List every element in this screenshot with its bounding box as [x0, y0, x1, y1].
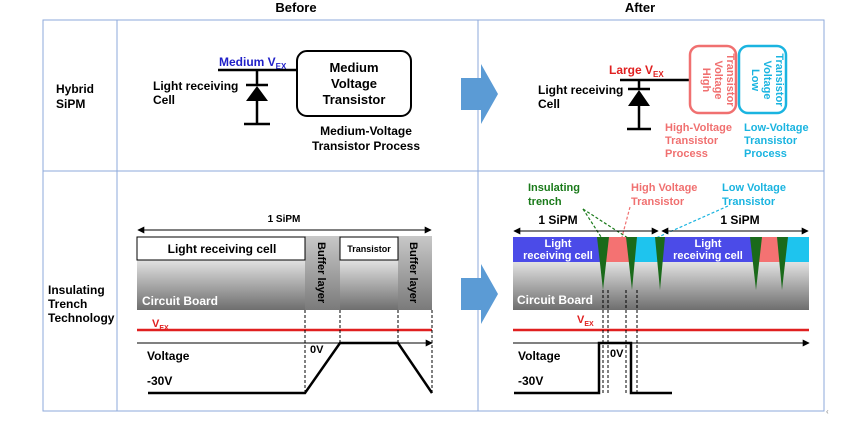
light-receiving-cell-left [513, 237, 603, 262]
svg-text:VEX: VEX [577, 314, 594, 328]
svg-text:Circuit Board: Circuit Board [517, 293, 593, 307]
svg-text:Low Voltage: Low Voltage [722, 182, 786, 194]
svg-text:Buffer layer: Buffer layer [315, 242, 327, 304]
photodiode-symbol-after [628, 90, 650, 106]
svg-text:Transistor: Transistor [665, 135, 719, 147]
photodiode-symbol [246, 86, 268, 101]
svg-text:Transistor: Transistor [724, 53, 736, 107]
svg-text:1 SiPM: 1 SiPM [720, 213, 759, 227]
voltage-profile [148, 341, 434, 395]
svg-text:VEX: VEX [152, 318, 169, 332]
insulating-trenches [597, 237, 788, 290]
svg-text:Transistor: Transistor [347, 244, 391, 254]
svg-text:High: High [700, 68, 712, 93]
svg-text:Cell: Cell [538, 97, 560, 111]
svg-text:Light receiving: Light receiving [153, 79, 238, 93]
before-hybrid-cell: Medium VEX Light receiving Cell Medium V… [153, 50, 420, 153]
svg-text:Insulating: Insulating [528, 182, 580, 194]
svg-text:Trench: Trench [48, 297, 87, 311]
svg-text:Circuit Board: Circuit Board [142, 294, 218, 308]
svg-text:Medium-Voltage: Medium-Voltage [320, 124, 412, 138]
svg-text:High-Voltage: High-Voltage [665, 122, 732, 134]
svg-text:Light: Light [545, 238, 572, 250]
svg-text:Transistor: Transistor [323, 92, 386, 107]
light-receiving-cell-right [658, 237, 756, 262]
transistor-block [339, 236, 399, 261]
transition-arrow-bottom [461, 264, 498, 324]
svg-text:Voltage: Voltage [761, 61, 773, 100]
vex-label-large: Large VEX [609, 63, 664, 79]
svg-text:Medium: Medium [329, 60, 378, 75]
transition-arrow-top [461, 64, 498, 124]
svg-text:receiving cell: receiving cell [523, 250, 593, 262]
svg-text:0V: 0V [310, 344, 324, 356]
svg-text:Technology: Technology [48, 311, 115, 325]
svg-text:-30V: -30V [518, 374, 543, 388]
row-header-hybrid: Hybrid SiPM [56, 82, 94, 111]
svg-text:Cell: Cell [153, 93, 175, 107]
svg-text:Process: Process [744, 148, 787, 160]
svg-text:SiPM: SiPM [56, 97, 85, 111]
svg-text:Buffer layer: Buffer layer [407, 242, 419, 304]
circuit-board [137, 260, 305, 310]
svg-text:receiving cell: receiving cell [673, 250, 743, 262]
svg-text:Transistor Process: Transistor Process [312, 139, 420, 153]
medium-voltage-transistor-box [296, 50, 412, 117]
after-hybrid-cell: Large VEX Light receiving Cell High Volt… [538, 44, 809, 160]
buffer-layer-right [398, 236, 432, 310]
svg-text:Hybrid: Hybrid [56, 82, 94, 96]
svg-text:Low-Voltage: Low-Voltage [744, 122, 809, 134]
svg-text:1 SiPM: 1 SiPM [268, 214, 301, 225]
svg-text:Voltage: Voltage [712, 61, 724, 100]
light-receiving-cell-block [136, 236, 306, 261]
svg-text:0V: 0V [610, 348, 624, 360]
svg-text:Voltage: Voltage [147, 349, 190, 363]
header-before: Before [275, 0, 316, 15]
before-trench-structure: 1 SiPM Light receiving cell Transistor B… [136, 214, 434, 395]
svg-text:Light receiving: Light receiving [538, 83, 623, 97]
high-voltage-transistor-box [688, 44, 738, 115]
svg-text:Transistor: Transistor [744, 135, 798, 147]
svg-text:Transistor: Transistor [631, 196, 685, 208]
svg-text:1 SiPM: 1 SiPM [538, 213, 577, 227]
svg-text:High Voltage: High Voltage [631, 182, 697, 194]
svg-text:Light receiving cell: Light receiving cell [168, 242, 277, 256]
after-trench-structure: Insulating trench High Voltage Transisto… [513, 182, 810, 395]
svg-text:-30V: -30V [147, 374, 172, 388]
header-after: After [625, 0, 655, 15]
vex-label-medium: Medium VEX [219, 55, 287, 71]
svg-text:Voltage: Voltage [331, 76, 377, 91]
svg-text:Insulating: Insulating [48, 283, 105, 297]
svg-text:Voltage: Voltage [518, 349, 561, 363]
svg-text:Transistor: Transistor [722, 196, 776, 208]
svg-text:Transistor: Transistor [773, 53, 785, 107]
svg-text:Low: Low [749, 69, 761, 91]
row-header-trench: Insulating Trench Technology [48, 283, 115, 325]
svg-text:Process: Process [665, 148, 708, 160]
buffer-layer-left [305, 236, 340, 310]
voltage-profile-after [514, 341, 672, 395]
svg-text:trench: trench [528, 196, 562, 208]
corner-mark: ‹ [826, 407, 829, 416]
low-voltage-transistor-box [737, 44, 788, 115]
svg-text:Light: Light [695, 238, 722, 250]
